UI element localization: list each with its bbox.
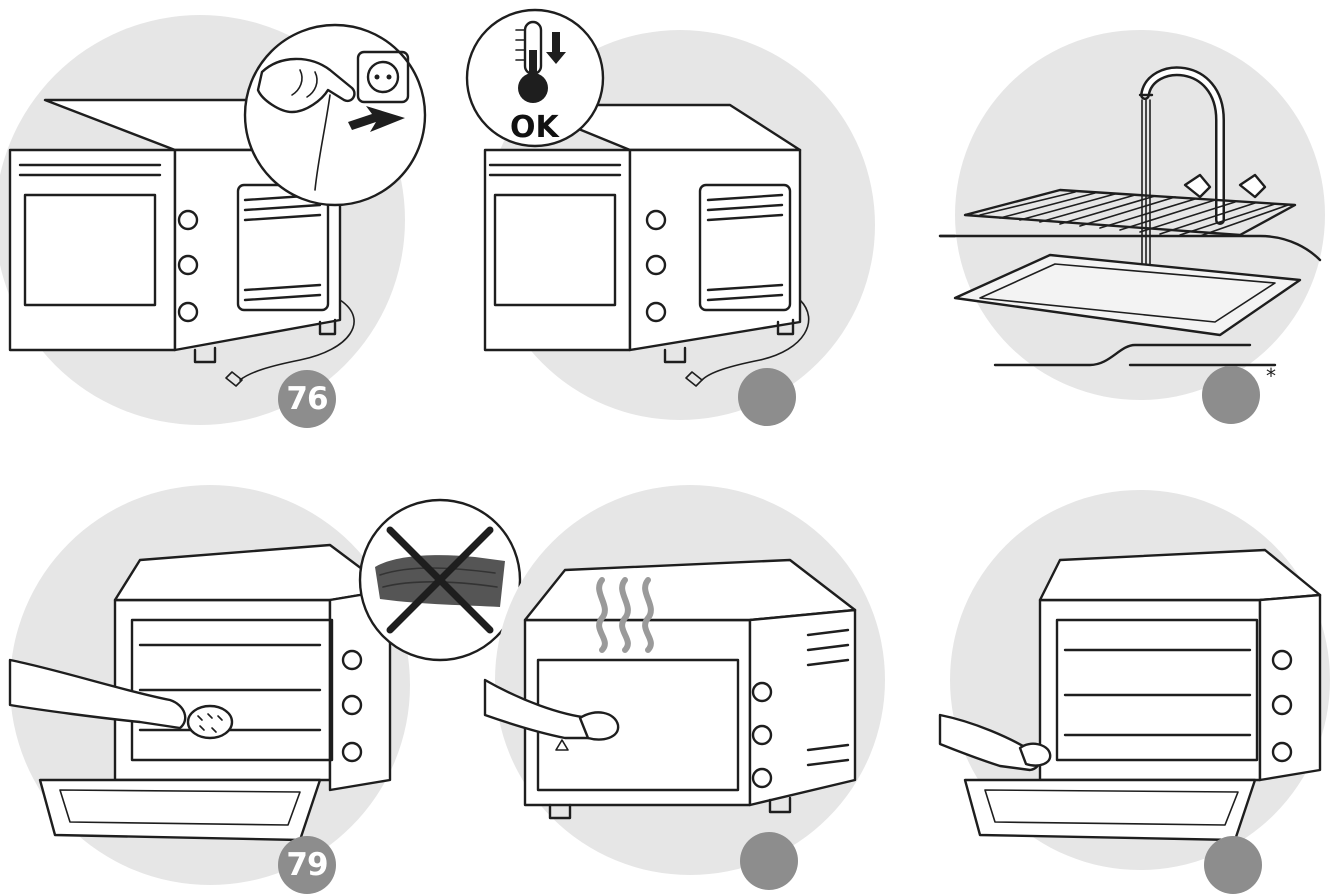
step-number-badge: 76 <box>278 370 336 428</box>
oven-door-wipe-illustration <box>483 485 885 875</box>
footnote-asterisk: * <box>1266 364 1276 388</box>
steam-icon <box>596 577 654 653</box>
step-cool-down-panel: OK <box>460 0 900 440</box>
thermometer-cool-down-icon: OK <box>465 8 605 148</box>
ok-label: OK <box>510 110 561 145</box>
no-abrasive-sponge-icon <box>358 498 522 662</box>
step-clean-interior-panel: 79 <box>0 460 440 894</box>
step-wash-accessories-panel: * <box>920 0 1337 440</box>
step-number-badge <box>1202 366 1260 424</box>
step-clean-door-panel <box>920 460 1337 894</box>
step-number-badge <box>738 368 796 426</box>
step-number-badge <box>1204 836 1262 894</box>
no-abrasive-sponge-inset <box>355 495 525 665</box>
oven-cooled-illustration: OK <box>465 8 875 420</box>
sink-wash-illustration <box>938 30 1325 400</box>
step-number-badge: 79 <box>278 836 336 894</box>
step-unplug-panel: 76 <box>0 0 440 440</box>
oven-interior-clean-illustration <box>8 485 410 885</box>
unplug-hand-socket-icon <box>243 23 427 207</box>
step-number-badge <box>740 832 798 890</box>
step-wipe-door-panel <box>470 460 890 892</box>
oven-unplug-illustration <box>0 15 427 425</box>
oven-door-clean-illustration <box>938 490 1330 870</box>
